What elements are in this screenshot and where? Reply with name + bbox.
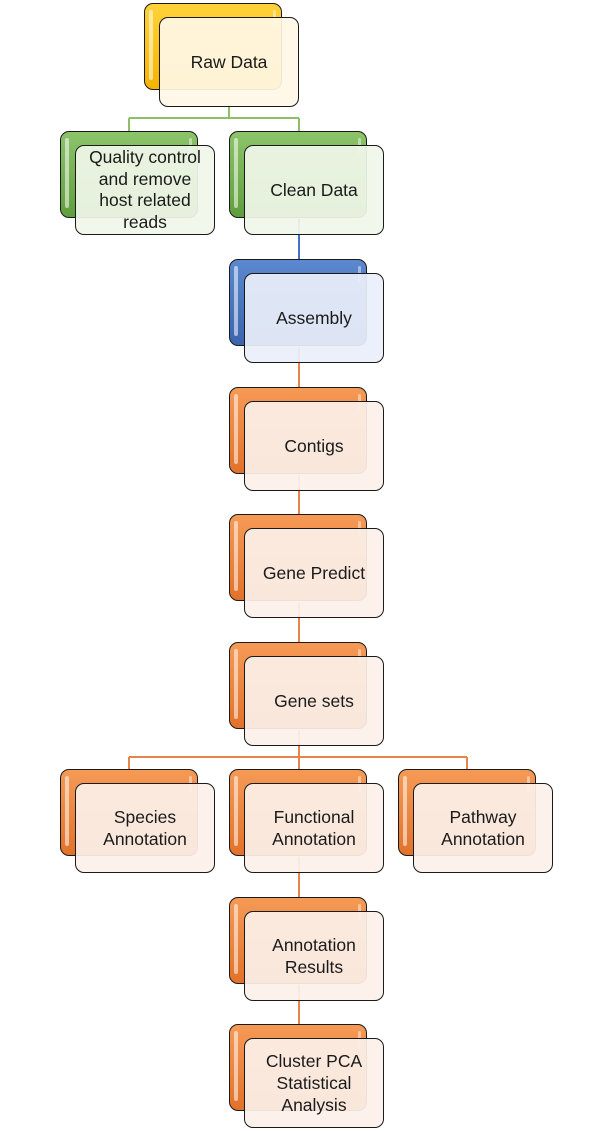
node-label: Functional Annotation [272, 807, 356, 849]
node-box: Gene Predict [244, 528, 384, 618]
node-box: Gene sets [244, 656, 384, 746]
node-label: Quality control and remove host related … [89, 147, 201, 232]
node-label: Contigs [284, 436, 344, 456]
node-contigs: Contigs [229, 387, 384, 491]
node-assembly: Assembly [229, 259, 384, 363]
node-cluster-pca: Cluster PCA Statistical Analysis [229, 1024, 384, 1128]
node-box: Raw Data [159, 17, 299, 107]
node-label: Species Annotation [103, 807, 187, 849]
node-box: Cluster PCA Statistical Analysis [244, 1038, 384, 1128]
node-label: Annotation Results [272, 935, 356, 977]
node-box: Assembly [244, 273, 384, 363]
node-species-annotation: Species Annotation [60, 769, 215, 873]
node-functional-annotation: Functional Annotation [229, 769, 384, 873]
node-raw-data: Raw Data [144, 3, 299, 107]
node-box: Pathway Annotation [413, 783, 553, 873]
node-box: Functional Annotation [244, 783, 384, 873]
node-label: Gene sets [274, 691, 354, 711]
node-label: Cluster PCA Statistical Analysis [265, 1051, 363, 1115]
node-label: Gene Predict [262, 563, 366, 583]
node-clean-data: Clean Data [229, 131, 384, 235]
node-box: Quality control and remove host related … [75, 145, 215, 235]
node-box: Clean Data [244, 145, 384, 235]
node-box: Species Annotation [75, 783, 215, 873]
node-label: Pathway Annotation [441, 807, 525, 849]
node-pathway-annotation: Pathway Annotation [398, 769, 553, 873]
node-label: Assembly [276, 308, 352, 328]
node-gene-sets: Gene sets [229, 642, 384, 746]
node-label: Raw Data [190, 52, 268, 72]
node-annotation-results: Annotation Results [229, 897, 384, 1001]
node-box: Annotation Results [244, 911, 384, 1001]
node-quality-control: Quality control and remove host related … [60, 131, 215, 235]
node-gene-predict: Gene Predict [229, 514, 384, 618]
node-box: Contigs [244, 401, 384, 491]
node-label: Clean Data [270, 180, 358, 200]
